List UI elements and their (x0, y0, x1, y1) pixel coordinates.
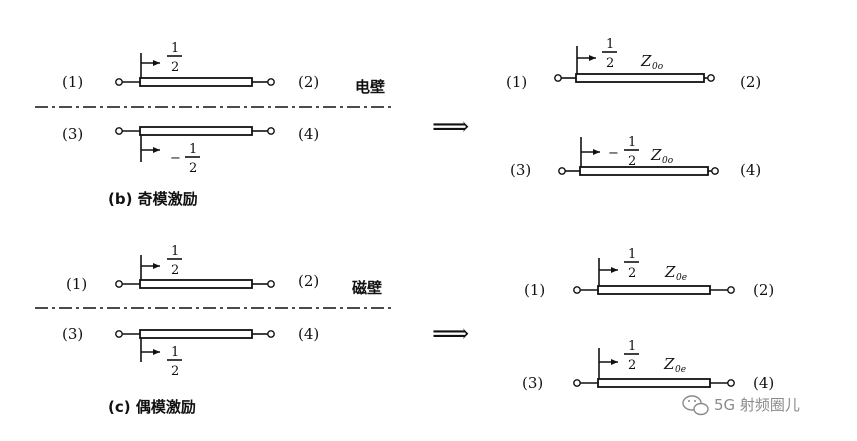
watermark: 5G 射频圈儿 (682, 395, 800, 416)
electric-wall-label: 电壁 (355, 78, 385, 96)
even-eq-bot-port-left: (3) (522, 374, 543, 392)
odd-eq-top-port-left: (1) (506, 73, 527, 91)
odd-eq-top-impedance-sub: 0o (652, 62, 664, 72)
even-port-1-label: (1) (66, 275, 87, 293)
even-lower-frac-den: 2 (171, 364, 179, 379)
wechat-icon (682, 395, 709, 416)
odd-eq-bot-frac-num: 1 (628, 135, 636, 150)
even-port-4-label: (4) (298, 325, 319, 343)
odd-port-3-label: (3) (62, 125, 83, 143)
even-eq-top-frac-den: 2 (628, 266, 636, 281)
even-eq-top-impedance: Z (664, 263, 676, 281)
even-eq-bot-impedance-sub: 0e (675, 365, 686, 375)
even-eq-top-frac-num: 1 (628, 247, 636, 262)
odd-eq-top-frac-den: 2 (606, 56, 614, 71)
odd-eq-top-impedance: Z (640, 52, 652, 70)
even-eq-bot-impedance: Z (663, 355, 675, 373)
even-equivalent-bottom: (3) (4) 1 2 Z 0e (522, 339, 774, 392)
even-eq-top-port-right: (2) (753, 281, 774, 299)
even-equivalent-top: (1) (2) 1 2 Z 0e (524, 247, 774, 299)
odd-eq-bot-port-right: (4) (740, 161, 761, 179)
even-mode-caption: (c) 偶模激励 (108, 398, 196, 416)
even-eq-bot-frac-den: 2 (628, 358, 636, 373)
odd-port-2-label: (2) (298, 73, 319, 91)
odd-lower-minus: − (170, 151, 181, 166)
odd-eq-bot-impedance: Z (650, 146, 662, 164)
odd-upper-frac-num: 1 (171, 41, 179, 56)
even-upper-frac-num: 1 (171, 244, 179, 259)
even-lower-line: 1 2 (115, 329, 275, 379)
even-upper-line: 1 2 (115, 244, 275, 289)
magnetic-wall-label: 磁壁 (352, 279, 382, 297)
even-port-2-label: (2) (298, 272, 319, 290)
odd-eq-top-port-right: (2) (740, 73, 761, 91)
odd-lower-frac-den: 2 (189, 161, 197, 176)
watermark-text: 5G 射频圈儿 (714, 396, 800, 414)
odd-equivalent-top: (1) (2) 1 2 Z 0o (506, 37, 761, 91)
odd-eq-top-frac-num: 1 (606, 37, 614, 52)
even-lower-frac-num: 1 (171, 345, 179, 360)
odd-eq-bot-impedance-sub: 0o (662, 156, 674, 166)
even-eq-top-impedance-sub: 0e (676, 273, 687, 283)
odd-eq-bot-minus: − (608, 146, 619, 161)
even-eq-top-port-left: (1) (524, 281, 545, 299)
even-eq-bot-port-right: (4) (753, 374, 774, 392)
odd-eq-bot-port-left: (3) (510, 161, 531, 179)
even-eq-bot-frac-num: 1 (628, 339, 636, 354)
even-equivalence-arrow: ⟹ (432, 319, 469, 349)
odd-eq-bot-frac-den: 2 (628, 154, 636, 169)
odd-mode-excitation: (1) (2) (3) (4) 1 2 电壁 (35, 41, 392, 208)
odd-upper-frac-den: 2 (171, 60, 179, 75)
odd-lower-frac-num: 1 (189, 142, 197, 157)
even-mode-excitation: (1) (2) (3) (4) 1 2 磁壁 1 (35, 244, 392, 416)
even-upper-frac-den: 2 (171, 263, 179, 278)
odd-equivalent-bottom: (3) (4) − 1 2 Z 0o (510, 135, 761, 179)
even-port-3-label: (3) (62, 325, 83, 343)
odd-port-4-label: (4) (298, 125, 319, 143)
odd-lower-line: − 1 2 (115, 126, 275, 176)
odd-mode-caption: (b) 奇模激励 (108, 190, 198, 208)
odd-equivalence-arrow: ⟹ (432, 112, 469, 142)
odd-port-1-label: (1) (62, 73, 83, 91)
odd-upper-line: 1 2 (115, 41, 275, 87)
